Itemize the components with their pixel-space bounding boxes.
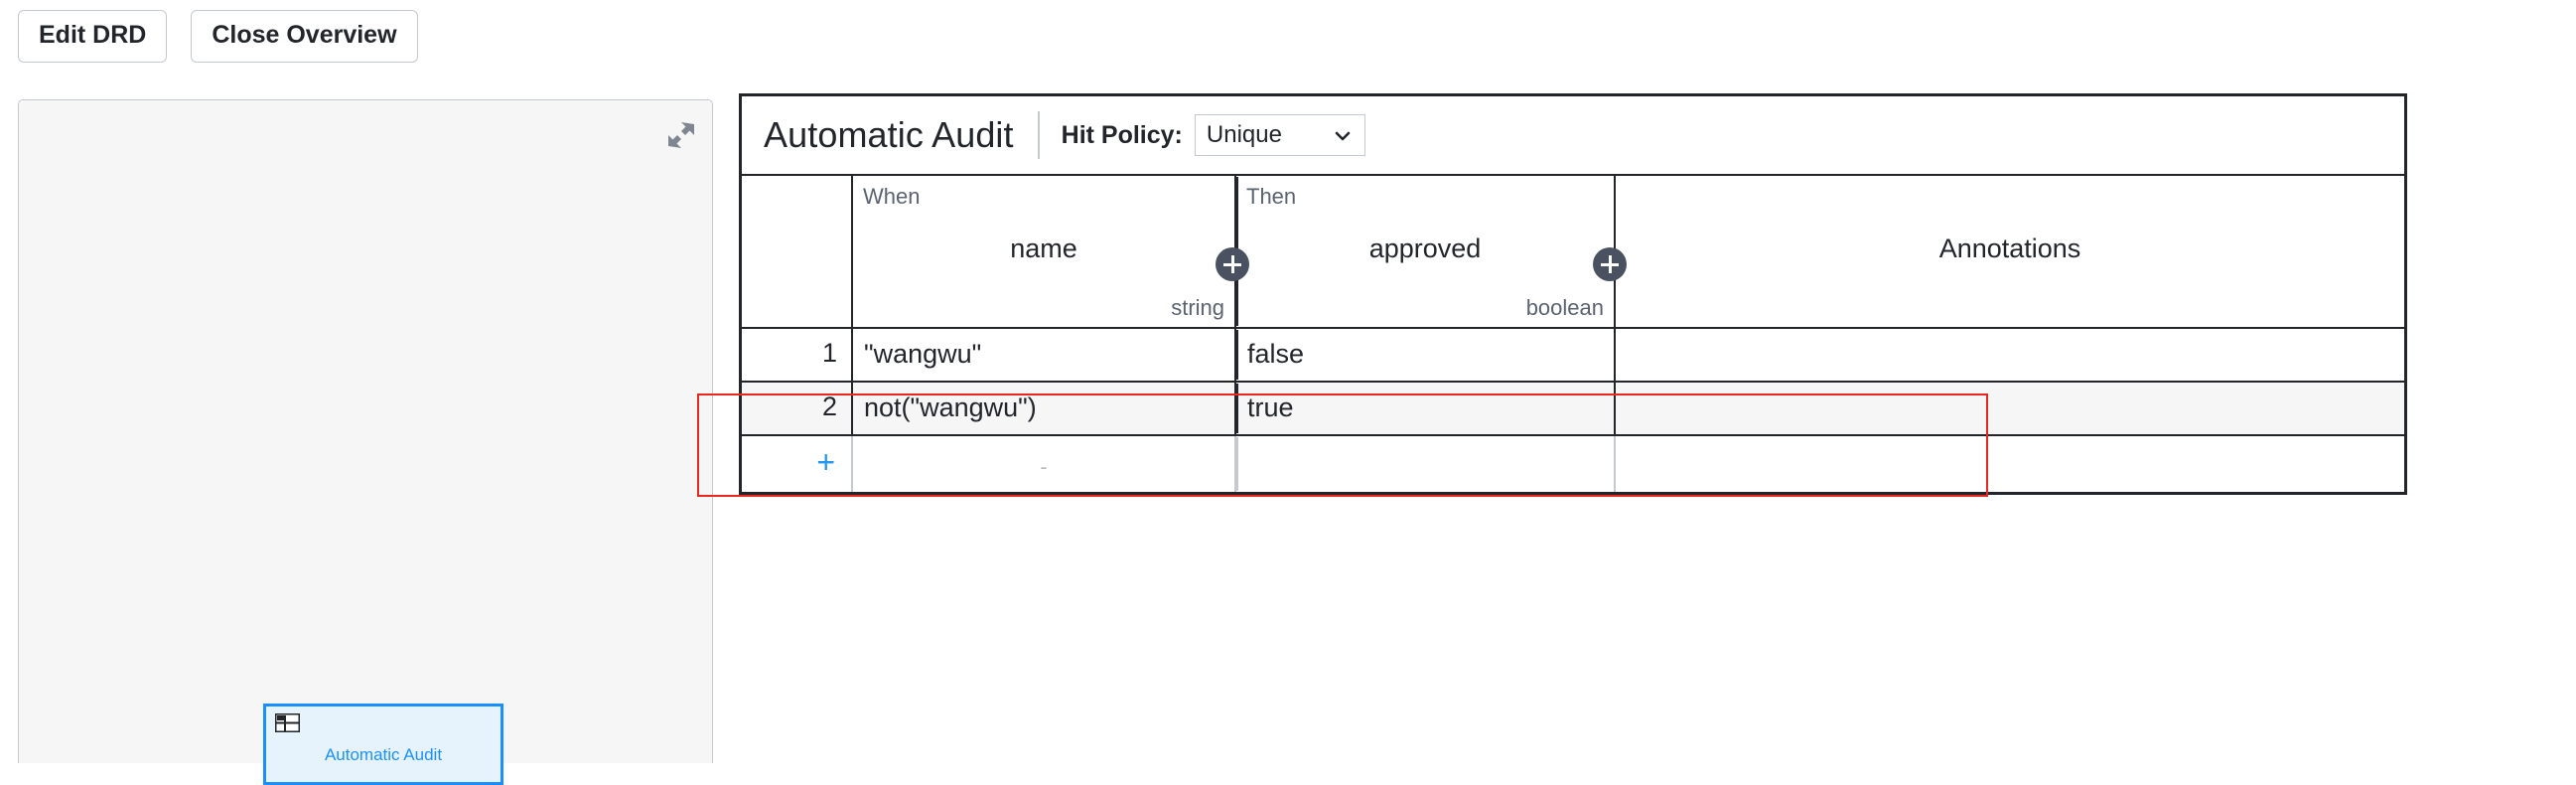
row-number-cell: 1 [742,329,853,381]
output-clause-label: Then [1246,184,1297,209]
table-row[interactable]: 2 not("wangwu") true [742,383,2404,436]
input-column-title: name [1010,234,1077,263]
top-toolbar: Edit DRD Close Overview [18,10,418,63]
add-rule-output-cell[interactable] [1236,436,1616,492]
edit-drd-button[interactable]: Edit DRD [18,10,168,63]
drd-overview-panel[interactable]: Automatic Audit [18,99,713,785]
add-rule-number-cell: + [742,436,853,492]
row-output-cell[interactable]: true [1236,383,1616,434]
decision-table-icon [274,712,301,733]
chevron-down-icon [1333,126,1353,146]
add-rule-row[interactable]: + - [742,436,2404,492]
header-input-column-name[interactable]: When name string [853,176,1236,327]
hit-policy-label: Hit Policy: [1061,120,1183,149]
row-input-cell[interactable]: "wangwu" [853,329,1236,381]
input-expression: "wangwu" [864,339,982,369]
close-overview-button[interactable]: Close Overview [191,10,418,63]
add-rule-button[interactable]: + [816,444,835,480]
decision-table-title: Automatic Audit [764,114,1014,155]
row-number: 1 [821,338,837,368]
add-rule-input-cell[interactable]: - [853,436,1236,492]
output-expression: true [1247,392,1294,422]
annotations-column-title: Annotations [1938,234,2081,263]
add-output-column-button[interactable] [1593,247,1627,281]
drd-node-automatic-audit[interactable]: Automatic Audit [263,704,503,785]
output-expression: false [1247,339,1305,369]
add-rule-annotation-cell[interactable] [1616,436,2404,492]
output-column-title: approved [1368,234,1482,263]
decision-table-header: Automatic Audit Hit Policy: Unique [742,96,2404,176]
decision-table: Automatic Audit Hit Policy: Unique When … [739,93,2407,495]
add-input-column-button[interactable] [1216,247,1249,281]
row-number: 2 [821,392,837,421]
input-clause-label: When [863,184,921,209]
input-column-type: string [1171,295,1224,320]
row-input-cell[interactable]: not("wangwu") [853,383,1236,434]
header-row-number-column [742,176,853,327]
input-expression: not("wangwu") [864,392,1037,422]
drd-node-label: Automatic Audit [324,745,443,764]
hit-policy-select[interactable]: Unique [1194,114,1365,156]
row-annotation-cell[interactable] [1616,329,2404,381]
row-annotation-cell[interactable] [1616,383,2404,434]
row-output-cell[interactable]: false [1236,329,1616,381]
title-divider [1037,111,1040,159]
header-output-column-approved[interactable]: Then approved boolean [1236,176,1616,327]
row-number-cell: 2 [742,383,853,434]
add-rule-placeholder: - [1040,454,1048,479]
header-annotations-column[interactable]: Annotations [1616,176,2404,327]
hit-policy-value: Unique [1206,121,1282,148]
output-column-type: boolean [1525,295,1604,320]
table-row[interactable]: 1 "wangwu" false [742,329,2404,383]
collapse-diagonal-icon[interactable] [664,118,698,152]
decision-table-column-headers: When name string Then approved boolean A… [742,176,2404,329]
